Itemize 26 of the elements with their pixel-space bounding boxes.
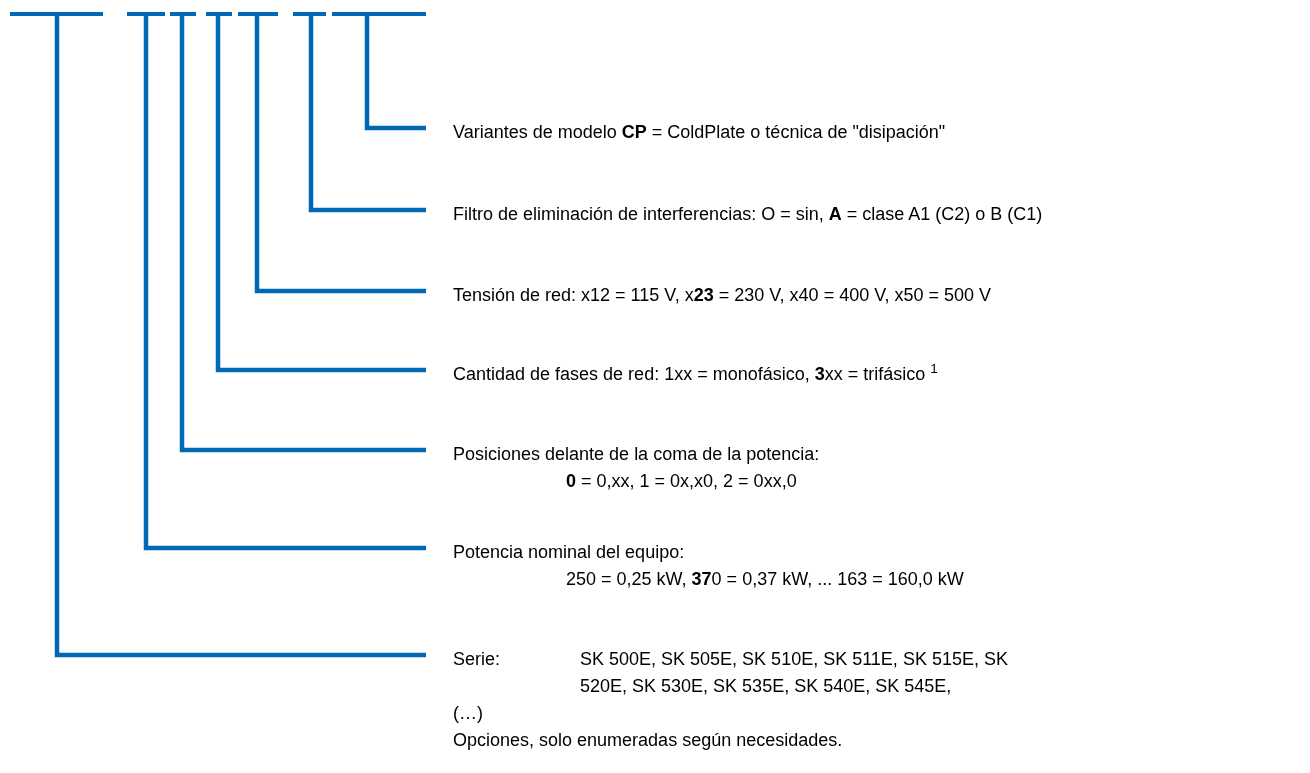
description-text: Filtro de eliminación de interferencias: O = sin, A = clase A1 (C2) o B (C1): [453, 203, 1043, 226]
series-list: SK 500E, SK 505E, SK 510E, SK 511E, SK 515E, SK 520E, SK 530E, SK 535E, SK 540E, SK 545E,: [580, 646, 1036, 700]
underline-bar: [238, 12, 278, 16]
underline-bar: [127, 12, 165, 16]
underline-bar: [10, 12, 103, 16]
description-text: Cantidad de fases de red: 1xx = monofásico, 3xx = trifásico $^{1}$: [453, 361, 938, 386]
leader-line: [215, 16, 426, 373]
note-text: (…): [453, 702, 484, 725]
description-text: Posiciones delante de la coma de la potencia:: [453, 443, 820, 466]
leader-line: [254, 16, 426, 294]
leader-line: [179, 16, 426, 453]
value-list: 0 = 0,xx, 1 = 0x,x0, 2 = 0xx,0: [453, 468, 820, 495]
underline-bar: [206, 12, 232, 16]
leader-line: [54, 16, 426, 658]
description-text: Variantes de modelo CP = ColdPlate o técnica de "disipación": [453, 121, 946, 144]
note-text: Opciones, solo enumeradas según necesidades.: [453, 729, 843, 752]
underline-bar: [293, 12, 326, 16]
leader-line: [364, 16, 426, 131]
series-label: Serie:: [453, 648, 502, 671]
value-list: 250 = 0,25 kW, 370 = 0,37 kW, ... 163 = 160,0 kW: [453, 566, 964, 593]
description-text: Potencia nominal del equipo:: [453, 541, 686, 564]
leader-line: [308, 16, 426, 213]
description-text: Tensión de red: x12 = 115 V, x23 = 230 V, x40 = 400 V, x50 = 500 V: [453, 284, 992, 307]
underline-bar: [170, 12, 196, 16]
leader-line: [143, 16, 426, 551]
underline-bar: [332, 12, 426, 16]
